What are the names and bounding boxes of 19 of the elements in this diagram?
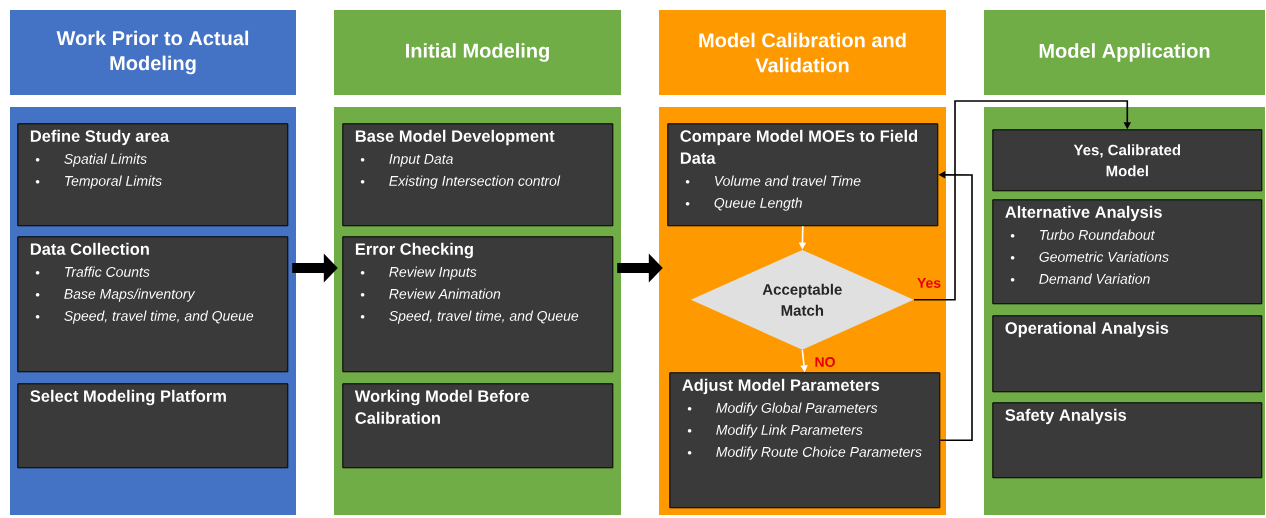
step-box: Error Checking Review Inputs Review Animation Speed, travel time, and Queue — [342, 236, 614, 373]
step-box: Base Model Development Input Data Existing Intersection control — [342, 123, 614, 227]
edge-label: Yes — [917, 278, 941, 288]
step-box: Data Collection Traffic Counts Base Maps/inventory Speed, travel time, and Queue — [17, 236, 289, 373]
step-box: Define Study area Spatial Limits Temporal Limits — [17, 123, 289, 227]
column-header: Model Calibration and Validation — [659, 10, 946, 95]
step-box: Yes, Calibrated Model — [992, 129, 1263, 192]
step-box: Adjust Model Parameters Modify Global Parameters Modify Link Parameters Modify Route Choice Parameters — [669, 372, 941, 509]
step-box: Alternative Analysis Turbo Roundabout Geometric Variations Demand Variation — [992, 199, 1263, 305]
edge-label: NO — [815, 357, 835, 367]
step-box: Select Modeling Platform — [17, 383, 289, 469]
column-header: Model Application — [984, 10, 1265, 95]
column-header: Work Prior to Actual Modeling — [10, 10, 296, 95]
column-header: Initial Modeling — [334, 10, 621, 95]
step-box: Compare Model MOEs to Field Data Volume and travel Time Queue Length — [667, 123, 939, 227]
step-box: Operational Analysis — [992, 315, 1263, 393]
arrow — [913, 100, 1132, 301]
step-box: Working Model Before Calibration — [342, 383, 614, 469]
step-box: Safety Analysis — [992, 402, 1263, 479]
